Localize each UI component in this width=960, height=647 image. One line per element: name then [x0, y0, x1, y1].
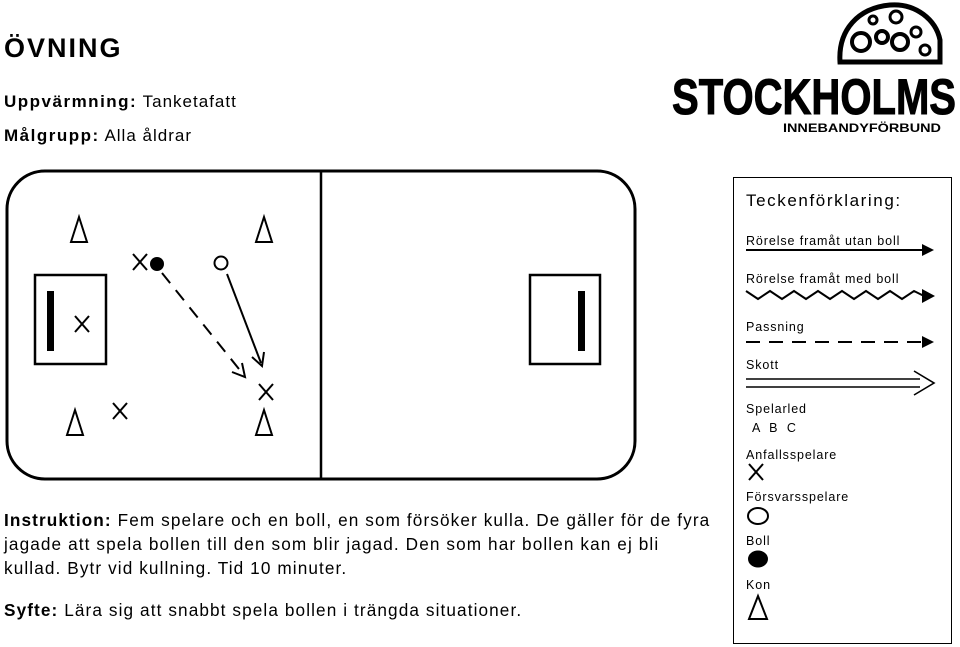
pass-arrow-icon — [746, 336, 934, 348]
attacker-icon — [258, 383, 274, 401]
instructions: Instruktion: Fem spelare och en boll, en… — [4, 508, 714, 580]
move-arrow — [226, 273, 262, 364]
target-group-value: Alla åldrar — [99, 126, 192, 145]
cheese-ball-icon — [837, 2, 943, 65]
cone-icon — [69, 213, 89, 243]
ball-icon — [150, 257, 164, 271]
pass-arrow — [161, 272, 244, 375]
legend-label-player-order: Spelarled — [746, 402, 807, 416]
shot-arrow-icon — [746, 370, 936, 396]
move-without-ball-arrow-icon — [746, 244, 934, 256]
ball-icon — [748, 550, 768, 568]
goal-crease-left — [33, 273, 108, 366]
legend-label-defender: Försvarsspelare — [746, 490, 850, 504]
legend-label-move-without-ball: Rörelse framåt utan boll — [746, 234, 901, 248]
cone-icon — [65, 406, 85, 436]
goal-crease-right — [528, 273, 602, 366]
legend-box: Teckenförklaring: Rörelse framåt utan bo… — [733, 177, 952, 644]
cone-icon — [747, 593, 769, 620]
purpose-label: Syfte: — [4, 600, 59, 620]
cone-icon — [254, 406, 274, 436]
legend-label-move-with-ball: Rörelse framåt med boll — [746, 272, 900, 286]
warmup-label: Uppvärmning: — [4, 92, 138, 111]
attacker-icon — [748, 463, 764, 481]
page-title: ÖVNING — [4, 33, 123, 63]
legend-label-shot: Skott — [746, 358, 779, 372]
defender-icon — [747, 507, 769, 525]
purpose: Syfte: Lära sig att snabbt spela bollen … — [4, 600, 522, 621]
purpose-text: Lära sig att snabbt spela bollen i träng… — [58, 600, 523, 620]
target-group-label: Målgrupp: — [4, 126, 100, 145]
target-group-line: Målgrupp: Alla åldrar — [4, 126, 192, 146]
legend-symbols — [745, 244, 936, 620]
legend-label-cone: Kon — [746, 578, 771, 592]
legend-label-pass: Passning — [746, 320, 805, 334]
goal-icon — [47, 291, 54, 351]
attacker-icon — [74, 315, 90, 333]
rink-diagram — [5, 169, 637, 481]
instructions-label: Instruktion: — [4, 510, 112, 530]
legend-title: Teckenförklaring: — [746, 191, 902, 210]
legend-label-attacker: Anfallsspelare — [746, 448, 838, 462]
cone-icon — [254, 213, 274, 243]
instructions-text: Fem spelare och en boll, en som försöker… — [4, 510, 711, 578]
move-with-ball-arrow-icon — [745, 289, 935, 303]
logo-subtitle: INNEBANDYFÖRBUND — [783, 120, 941, 135]
logo-wordmark: STOCKHOLMS — [672, 69, 956, 125]
legend-label-ball: Boll — [746, 534, 771, 548]
association-logo: STOCKHOLMS INNEBANDYFÖRBUND — [672, 2, 957, 135]
legend-order-letters: A B C — [752, 421, 799, 435]
attacker-icon — [132, 253, 148, 271]
attacker-icon — [112, 402, 128, 420]
pass-arrowhead — [231, 362, 247, 379]
warmup-value: Tanketafatt — [137, 92, 237, 111]
defender-icon — [213, 255, 229, 271]
goal-icon — [578, 291, 585, 351]
move-arrowhead — [251, 351, 265, 368]
warmup-line: Uppvärmning: Tanketafatt — [4, 92, 237, 112]
